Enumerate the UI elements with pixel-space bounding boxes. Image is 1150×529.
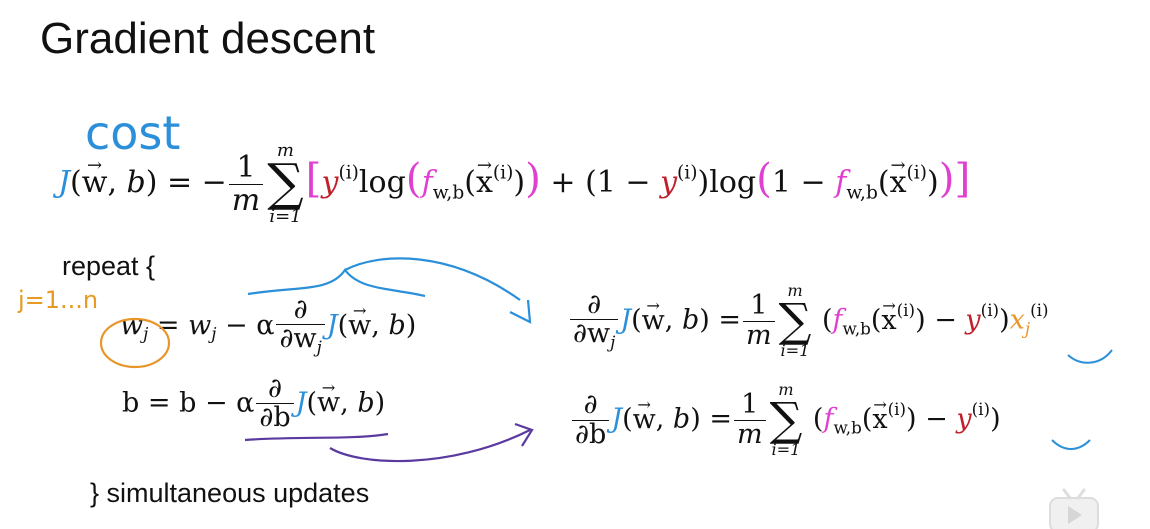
cost-formula: J(w, b) = −1mm∑i=1[y(i)log(fw,b(x(i))) +… <box>58 142 970 226</box>
w-partial-fraction: ∂∂wj <box>276 295 325 357</box>
bilibili-play-icon[interactable] <box>1048 488 1100 529</box>
simultaneous-updates-label: } simultaneous updates <box>90 478 370 508</box>
blue-underline-xj <box>1067 349 1113 364</box>
cost-sum: m∑i=1 <box>267 140 304 228</box>
derivative-w-formula: ∂∂wjJ(w, b) =1mm∑i=1 (fw,b(x(i)) − y(i))… <box>568 282 1049 359</box>
j-range-annotation: j=1...n <box>18 286 99 314</box>
blue-arrow-stroke <box>344 257 521 301</box>
cost-lhs-args: (w, b) = − <box>70 165 227 200</box>
slide-title: Gradient descent <box>40 14 376 63</box>
cost-annotation: cost <box>85 106 181 160</box>
purple-arrow-head <box>514 422 534 447</box>
purple-underline-stroke <box>244 432 389 442</box>
b-partial-fraction: ∂∂b <box>256 374 294 433</box>
w-update-rule: wj = wj − α∂∂wjJ(w, b) <box>120 295 416 357</box>
cost-J: J <box>58 165 71 201</box>
blue-arrow-head <box>509 299 532 324</box>
blue-brace-stroke <box>247 268 426 298</box>
blue-underline-end <box>1051 439 1091 450</box>
derivative-b-formula: ∂∂bJ(w, b) =1mm∑i=1 (fw,b(x(i)) − y(i)) <box>570 381 1001 458</box>
purple-arrow-stroke <box>329 429 531 463</box>
b-update-rule: b = b − α∂∂bJ(w, b) <box>122 374 385 433</box>
repeat-label: repeat { <box>62 251 156 281</box>
